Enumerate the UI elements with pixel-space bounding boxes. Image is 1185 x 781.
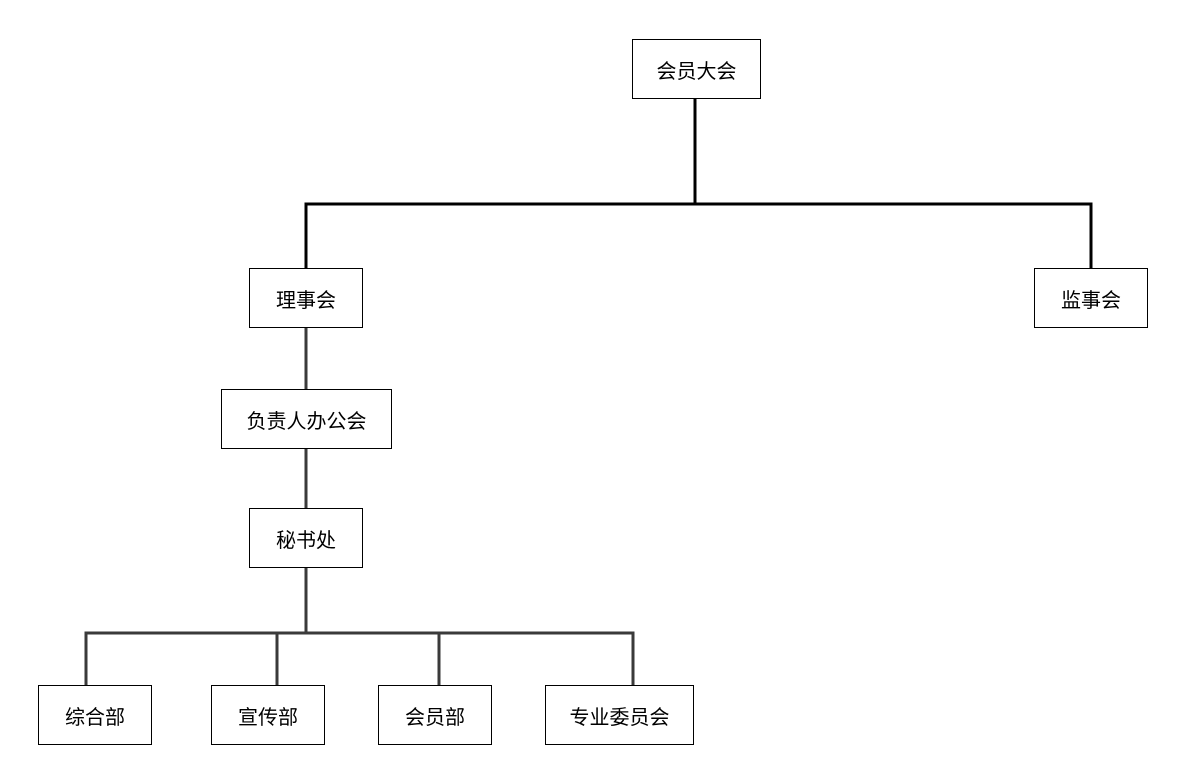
node-label: 秘书处: [276, 527, 336, 552]
node-label: 宣传部: [238, 704, 298, 729]
node-committees: 专业委员会: [545, 685, 694, 745]
node-member-dept: 会员部: [378, 685, 492, 745]
node-publicity-dept: 宣传部: [211, 685, 325, 745]
node-label: 会员部: [405, 704, 465, 729]
node-general-assembly: 会员大会: [632, 39, 761, 99]
node-label: 理事会: [276, 287, 336, 312]
node-label: 监事会: [1061, 287, 1121, 312]
node-label: 专业委员会: [569, 704, 670, 729]
node-leaders-office: 负责人办公会: [221, 389, 392, 449]
node-label: 负责人办公会: [246, 408, 367, 433]
node-label: 会员大会: [656, 58, 737, 83]
node-supervisors: 监事会: [1034, 268, 1148, 328]
node-secretariat: 秘书处: [249, 508, 363, 568]
node-general-dept: 综合部: [38, 685, 152, 745]
node-council: 理事会: [249, 268, 363, 328]
node-label: 综合部: [65, 704, 125, 729]
